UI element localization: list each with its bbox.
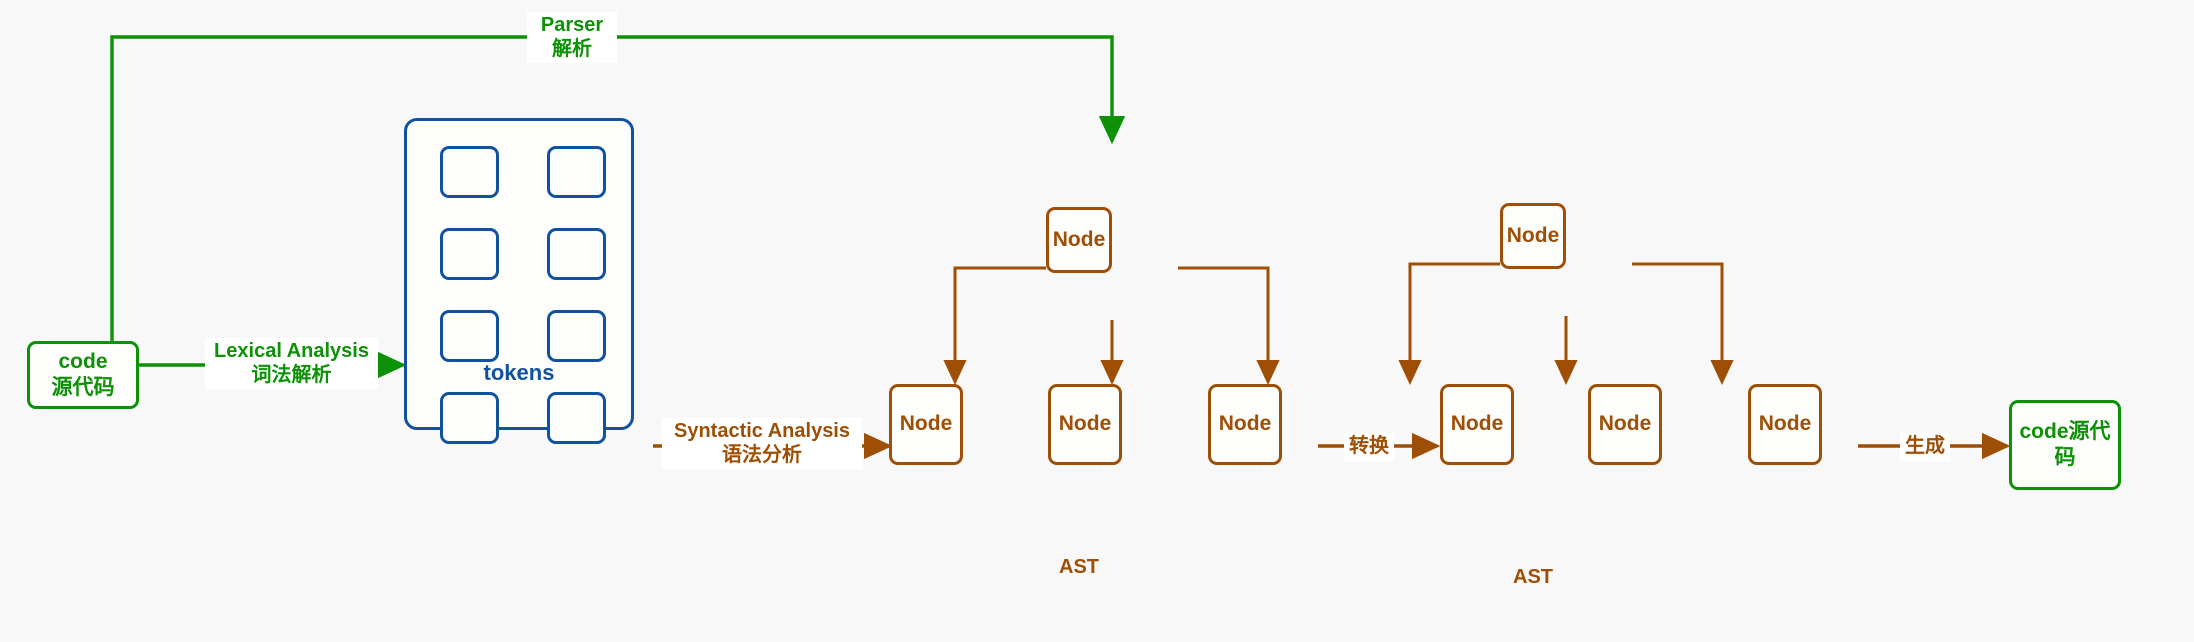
edge-label-parser-en: Parser [540,14,604,36]
ast-left-child-2[interactable]: Node [1048,384,1122,465]
source-code-box[interactable]: code 源代码 [27,341,139,409]
ast-left-child-3[interactable]: Node [1208,384,1282,465]
ast-right-root-node[interactable]: Node [1500,203,1566,269]
tokens-panel[interactable]: tokens [404,118,634,444]
token-cell[interactable] [547,392,606,444]
source-code-label-zh: 源代码 [51,376,115,399]
ast-left-caption: AST [1059,556,1099,578]
edge-label-lexical-analysis: Lexical Analysis 词法解析 [205,338,378,390]
token-cell[interactable] [547,310,606,362]
output-code-label-line1: code源代 [2019,419,2111,443]
edge-label-syntactic-en: Syntactic Analysis [673,420,850,442]
wire-ast-left-edge-1 [943,266,1046,385]
output-code-box[interactable]: code源代 码 [2009,400,2121,490]
edge-label-lexical-zh: 词法解析 [251,363,332,386]
output-code-label-line2: 码 [2054,446,2076,469]
ast-right-child-1[interactable]: Node [1440,384,1514,465]
tokens-caption: tokens [483,360,555,385]
node-label: Node [1450,412,1504,436]
node-label: Node [899,412,953,436]
token-cell[interactable] [547,228,606,280]
wire-ast-right-edge-3 [1632,262,1734,385]
ast-right-child-2[interactable]: Node [1588,384,1662,465]
node-label: Node [1058,412,1112,436]
node-label: Node [1218,412,1272,436]
edge-label-generate: 生成 [1900,433,1950,461]
edge-label-syntactic-analysis: Syntactic Analysis 语法分析 [662,418,862,470]
node-label: Node [1758,412,1812,436]
token-cell[interactable] [440,310,499,362]
ast-right-caption: AST [1513,566,1553,588]
token-cell[interactable] [440,146,499,198]
node-label: Node [1506,223,1560,247]
ast-left-child-1[interactable]: Node [889,384,963,465]
edge-label-parser-zh: 解析 [552,37,592,60]
wire-ast-right-edge-1 [1398,262,1500,385]
edge-label-transform: 转换 [1344,433,1394,461]
node-label: Node [1598,412,1652,436]
ast-left-root-hitbox [1046,207,1178,320]
source-code-label-en: code [58,349,108,373]
wire-ast-left-edge-3 [1178,266,1280,385]
edge-label-syntactic-zh: 语法分析 [722,443,802,466]
ast-left-root-node[interactable]: Node [1046,207,1112,273]
ast-right-child-3[interactable]: Node [1748,384,1822,465]
token-cell[interactable] [440,392,499,444]
edge-label-parser: Parser 解析 [527,12,617,64]
token-cell[interactable] [547,146,606,198]
edge-label-lexical-en: Lexical Analysis [214,340,369,362]
token-cell[interactable] [440,228,499,280]
node-label: Node [1052,227,1106,251]
